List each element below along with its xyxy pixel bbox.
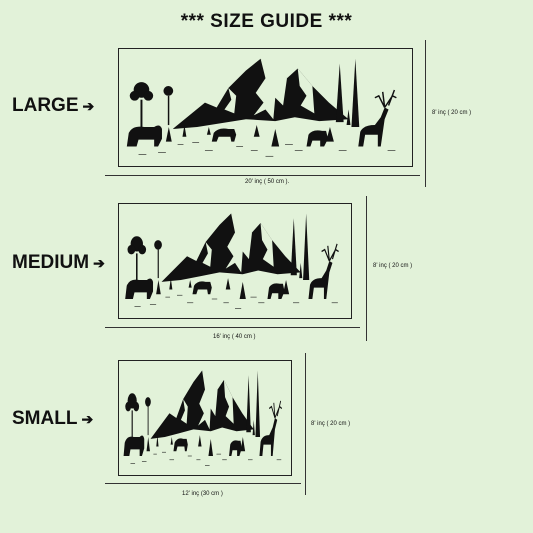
size-name: MEDIUM: [12, 252, 90, 273]
arrow-right-icon: ➔: [81, 411, 94, 427]
height-dimension-label: 8' inç ( 20 cm ): [432, 110, 472, 116]
height-dimension-label: 8' inç ( 20 cm ): [373, 263, 413, 269]
large-decal-frame: [118, 48, 413, 167]
height-dimension-line: [366, 196, 367, 341]
width-dimension-label: 16' inç ( 40 cm ): [213, 334, 256, 340]
width-dimension-line: [105, 175, 420, 176]
height-dimension-label: 8' inç ( 20 cm ): [311, 421, 351, 427]
width-dimension-line: [105, 327, 360, 328]
size-label-large: LARGE➔: [12, 95, 94, 117]
size-name: SMALL: [12, 408, 78, 429]
height-dimension-line: [425, 40, 426, 187]
medium-decal-frame: [118, 203, 352, 319]
small-decal-frame: [118, 360, 292, 476]
width-dimension-label: 12' inç (30 cm ): [182, 491, 223, 497]
arrow-right-icon: ➔: [93, 255, 105, 271]
width-dimension-label: 20' inç ( 50 cm ).: [245, 179, 290, 185]
size-label-small: SMALL➔: [12, 408, 93, 430]
mountain-wildlife-decal-icon: [122, 369, 283, 467]
height-dimension-line: [305, 353, 306, 495]
page-title: *** SIZE GUIDE ***: [180, 11, 353, 32]
mountain-wildlife-decal-icon: [126, 58, 398, 157]
mountain-wildlife-decal-icon: [124, 212, 340, 310]
arrow-right-icon: ➔: [82, 98, 95, 114]
width-dimension-line: [105, 483, 301, 484]
size-label-medium: MEDIUM➔: [12, 252, 105, 274]
size-name: LARGE: [12, 95, 79, 116]
